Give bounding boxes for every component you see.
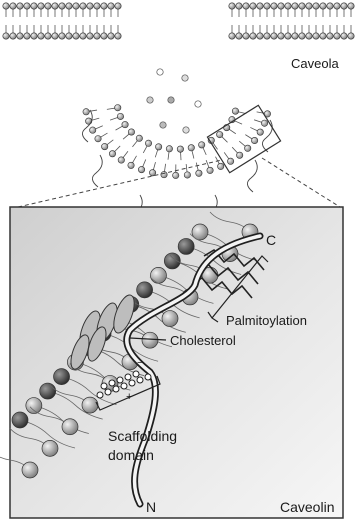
- scaffolding-label-line1: Scaffolding: [108, 428, 177, 444]
- zoom-inset-box: [18, 105, 340, 207]
- cholesterol-label: Cholesterol: [170, 333, 236, 348]
- caveola-label: Caveola: [291, 56, 339, 71]
- charge-minus: −: [137, 357, 143, 369]
- caveolin-label: Caveolin: [280, 499, 334, 515]
- c-terminus-label: C: [266, 232, 276, 248]
- palmitoylation-label: Palmitoylation: [226, 313, 307, 328]
- scaffolding-label-line2: domain: [108, 447, 154, 463]
- caveola-membrane: [3, 3, 354, 227]
- n-terminus-label: N: [146, 499, 156, 515]
- caveolin-panel: + − Palmitoylation Cholesterol Scaffoldi…: [0, 207, 343, 518]
